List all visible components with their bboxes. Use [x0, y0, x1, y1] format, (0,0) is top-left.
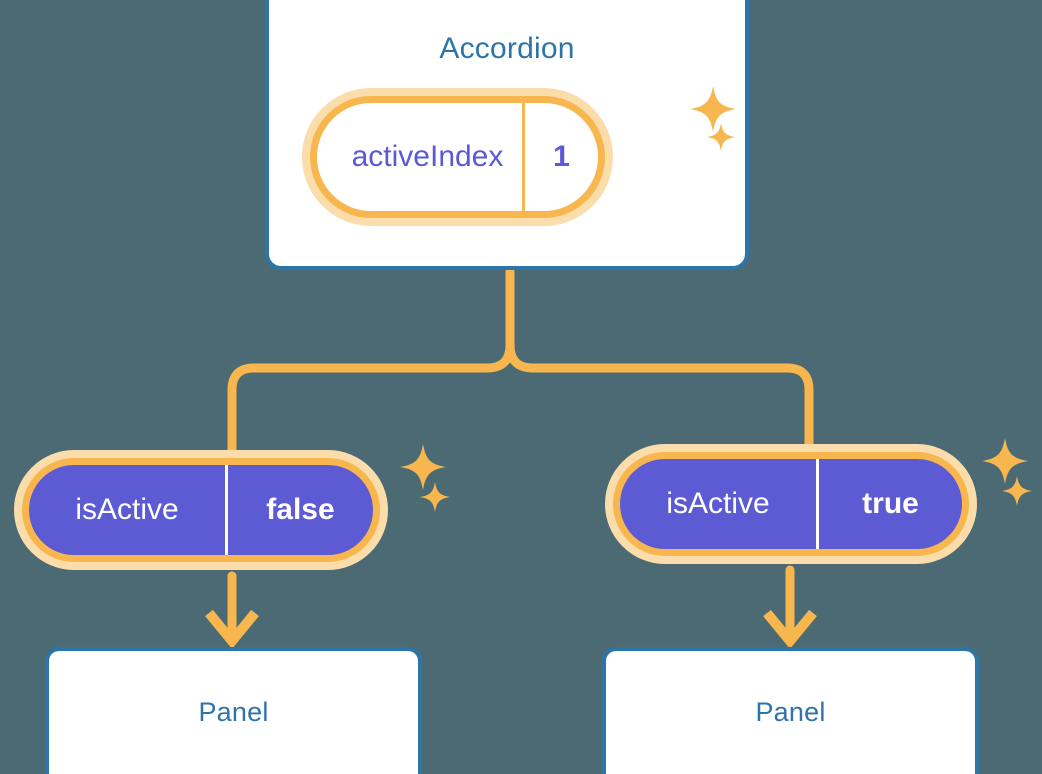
state-pill-value: 1 [522, 103, 598, 211]
state-pill-body: activeIndex 1 [310, 96, 605, 218]
connector-branch-right [505, 340, 814, 461]
sparkle-left-small [420, 482, 450, 512]
connector-branch-left [227, 340, 515, 467]
prop-pill-value: true [816, 459, 962, 549]
panel-component-card-right[interactable]: Panel [602, 647, 979, 774]
panel-title-right: Panel [755, 697, 826, 727]
sparkle-right-small [1002, 476, 1032, 506]
arrowhead-left-panel [205, 609, 259, 649]
panel-component-card-left[interactable]: Panel [45, 647, 422, 774]
state-pill-activeindex[interactable]: activeIndex 1 [310, 96, 605, 218]
panel-title-left: Panel [198, 697, 269, 727]
prop-pill-isactive-true[interactable]: isActive true [613, 452, 969, 556]
prop-pill-body: isActive false [22, 458, 380, 562]
sparkle-right-large [982, 438, 1028, 484]
accordion-title: Accordion [439, 32, 575, 65]
state-pill-key: activeIndex [351, 140, 504, 173]
prop-pill-isactive-false[interactable]: isActive false [22, 458, 380, 562]
prop-pill-key: isActive [75, 493, 179, 526]
sparkle-left-large [400, 444, 446, 490]
prop-pill-body: isActive true [613, 452, 969, 556]
arrowhead-right-panel [763, 609, 817, 649]
prop-pill-value: false [225, 465, 373, 555]
prop-pill-key: isActive [666, 487, 770, 520]
